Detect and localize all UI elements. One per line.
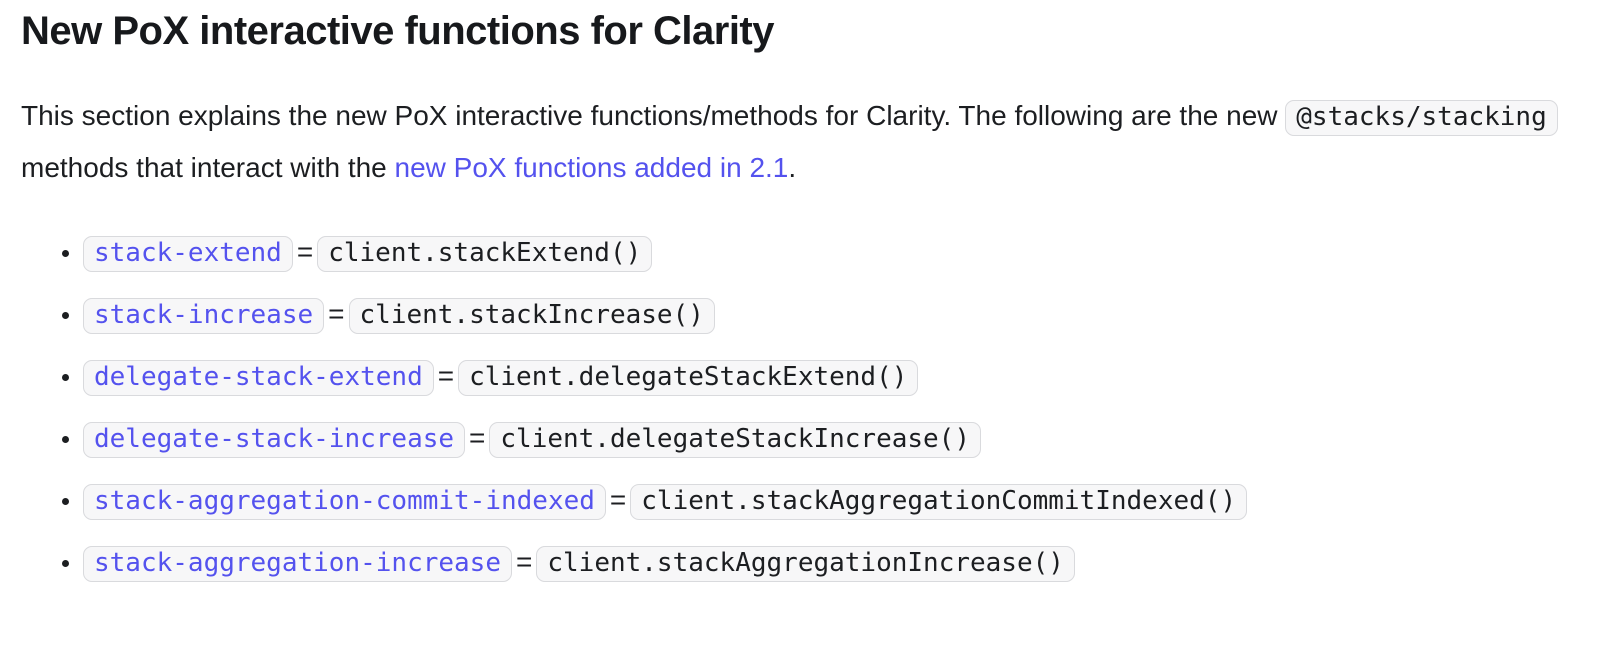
clarity-function-code: stack-aggregation-increase bbox=[83, 546, 512, 583]
equals-separator: = bbox=[516, 546, 533, 578]
list-item: stack-aggregation-increase=client.stackA… bbox=[83, 540, 1584, 585]
list-item: stack-aggregation-commit-indexed=client.… bbox=[83, 478, 1584, 523]
clarity-function-code: delegate-stack-increase bbox=[83, 422, 466, 459]
page-title: New PoX interactive functions for Clarit… bbox=[21, 9, 775, 53]
clarity-function-link[interactable]: stack-aggregation-commit-indexed bbox=[83, 484, 606, 521]
list-item: delegate-stack-extend=client.delegateSta… bbox=[83, 354, 1584, 399]
client-method-code: client.delegateStackIncrease() bbox=[489, 422, 981, 459]
list-item: stack-extend=client.stackExtend() bbox=[83, 230, 1584, 275]
clarity-function-link[interactable]: delegate-stack-increase bbox=[83, 422, 466, 459]
clarity-function-code: stack-increase bbox=[83, 298, 325, 335]
client-method-code: client.stackAggregationIncrease() bbox=[536, 546, 1075, 583]
pox-function-list: stack-extend=client.stackExtend() stack-… bbox=[21, 230, 1584, 585]
equals-separator: = bbox=[296, 236, 314, 268]
clarity-function-link[interactable]: delegate-stack-extend bbox=[83, 360, 434, 397]
equals-separator: = bbox=[469, 422, 486, 454]
clarity-function-link[interactable]: stack-increase bbox=[83, 298, 325, 335]
docs-page: New PoX interactive functions for Clarit… bbox=[0, 0, 1608, 585]
clarity-function-link[interactable]: stack-extend bbox=[83, 236, 293, 273]
intro-text-2: methods that interact with the bbox=[21, 152, 387, 184]
client-method-code: client.delegateStackExtend() bbox=[458, 360, 919, 397]
intro-text-3: . bbox=[788, 152, 797, 184]
client-method-code: client.stackAggregationCommitIndexed() bbox=[630, 484, 1248, 521]
equals-separator: = bbox=[437, 360, 455, 392]
inline-code-stacks-stacking: @stacks/stacking bbox=[1285, 100, 1558, 136]
list-item: stack-increase=client.stackIncrease() bbox=[83, 292, 1584, 337]
clarity-function-code: stack-aggregation-commit-indexed bbox=[83, 484, 606, 521]
clarity-function-code: stack-extend bbox=[83, 236, 293, 273]
clarity-function-code: delegate-stack-extend bbox=[83, 360, 434, 397]
pox-functions-link[interactable]: new PoX functions added in 2.1 bbox=[394, 152, 789, 184]
intro-text-1: This section explains the new PoX intera… bbox=[21, 100, 1278, 131]
list-item: delegate-stack-increase=client.delegateS… bbox=[83, 416, 1584, 461]
equals-separator: = bbox=[609, 484, 627, 516]
clarity-function-link[interactable]: stack-aggregation-increase bbox=[83, 546, 512, 583]
client-method-code: client.stackExtend() bbox=[317, 236, 653, 273]
client-method-code: client.stackIncrease() bbox=[348, 298, 715, 335]
equals-separator: = bbox=[328, 298, 345, 330]
intro-paragraph: This section explains the new PoX intera… bbox=[21, 90, 1584, 194]
